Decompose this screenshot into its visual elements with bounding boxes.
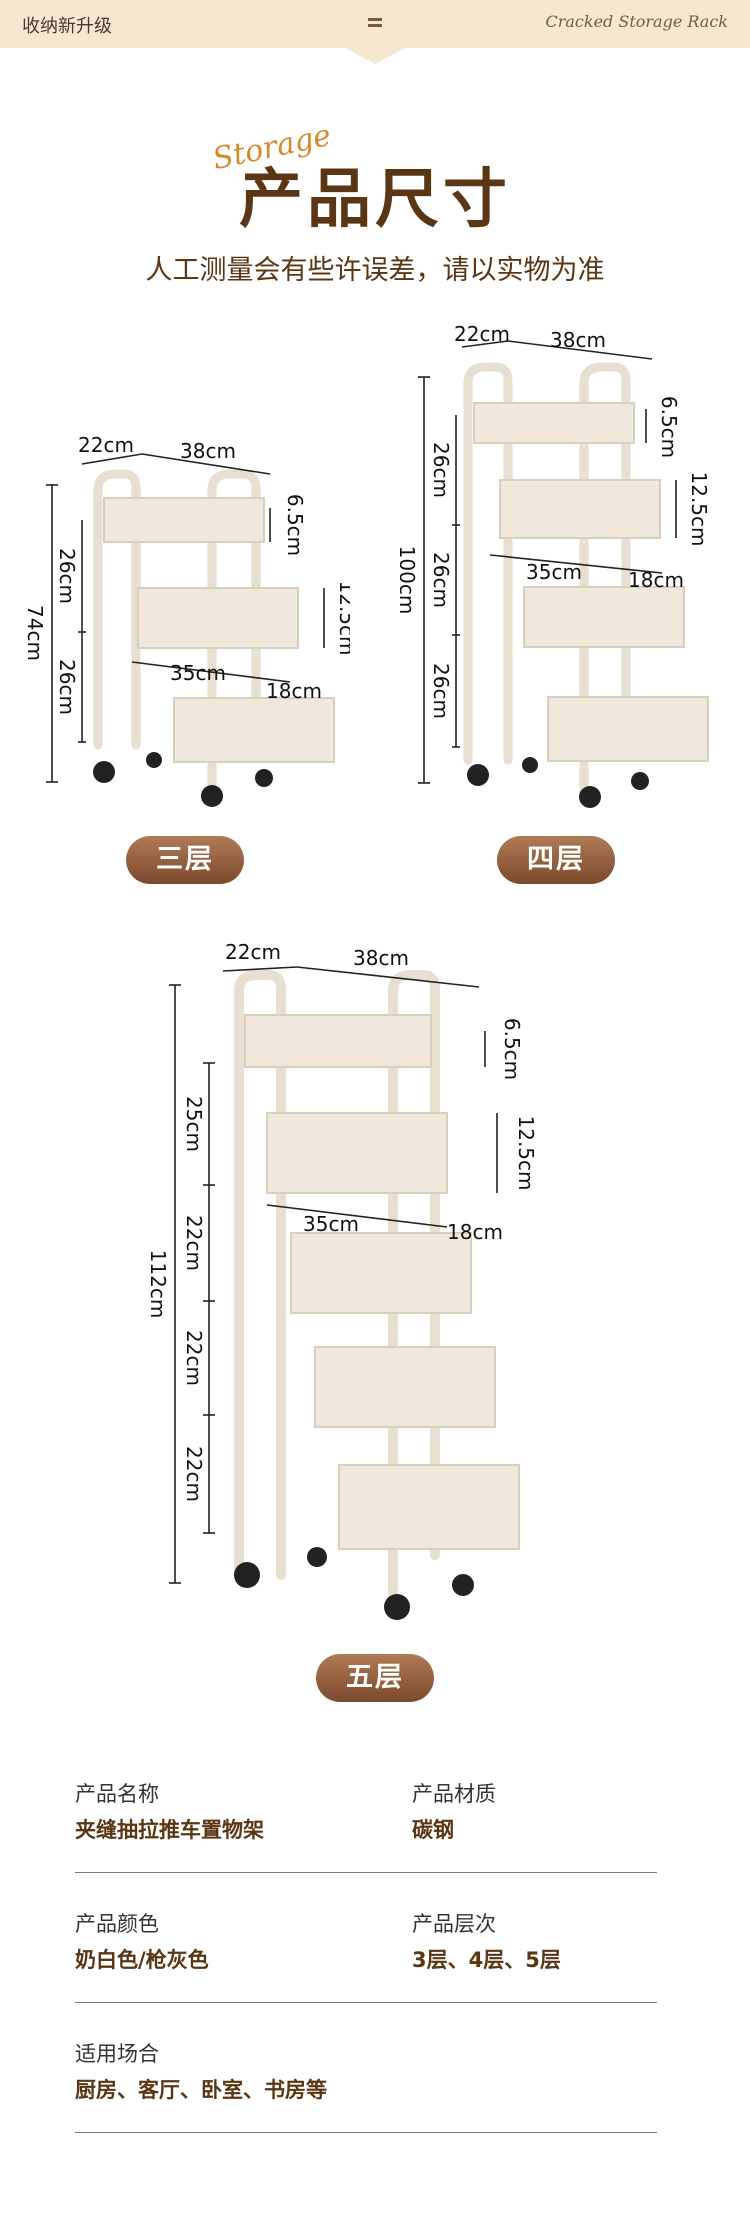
basket-bottom (338, 1464, 520, 1550)
basket-bottom (547, 696, 709, 762)
page-title: 产品尺寸 (239, 163, 511, 237)
level-height-label: 26cm (429, 552, 453, 608)
total-height-label: 112cm (146, 1250, 170, 1319)
wheel-icon (201, 785, 223, 807)
basket-height-label: 6.5cm (500, 1018, 524, 1080)
basket-top (103, 497, 265, 543)
wheel-icon (467, 764, 489, 786)
dimension-lines (418, 340, 677, 784)
product-name-label: 产品名称 (75, 1782, 159, 1806)
rack-three-tier-diagram: 74cm 26cm 26cm 22cm 38cm 6.5cm 12.5cm 35… (23, 433, 350, 807)
level-height-label: 26cm (55, 548, 79, 604)
product-tiers-label: 产品层次 (412, 1912, 496, 1936)
page-subtitle: 人工测量会有些许误差，请以实物为准 (145, 255, 605, 286)
product-name-value: 夹缝抽拉推车置物架 (75, 1818, 264, 1842)
top-length-label: 38cm (550, 328, 606, 352)
divider (75, 1872, 657, 1873)
wheel-icon (579, 786, 601, 808)
top-banner: 收纳新升级 Cracked Storage Rack (0, 0, 750, 48)
wheel-icon (307, 1547, 327, 1567)
wheel-icon (146, 752, 162, 768)
basket-depth-label: 12.5cm (687, 471, 711, 546)
inner-length-label: 35cm (303, 1212, 359, 1236)
product-usage-value: 厨房、客厅、卧室、书房等 (75, 2078, 327, 2102)
wheel-icon (631, 772, 649, 790)
top-length-label: 38cm (353, 946, 409, 970)
inner-length-label: 35cm (526, 560, 582, 584)
tier-badge-five: 五层 (316, 1654, 434, 1702)
inner-width-label: 18cm (266, 679, 322, 703)
banner-notch-icon (345, 48, 405, 64)
dimension-lines (169, 966, 498, 1584)
top-length-label: 38cm (180, 439, 236, 463)
rack-frame (463, 362, 631, 800)
rack-frame (234, 970, 440, 1612)
basket-middle (137, 587, 299, 649)
wheel-icon (522, 757, 538, 773)
wheel-icon (384, 1594, 410, 1620)
banner-left-text: 收纳新升级 (22, 16, 112, 37)
basket-top (244, 1014, 432, 1068)
top-width-label: 22cm (454, 325, 510, 346)
tier-badge-four: 四层 (497, 836, 615, 884)
product-usage-label: 适用场合 (75, 2042, 159, 2066)
level-height-label: 22cm (182, 1215, 206, 1271)
product-tiers-value: 3层、4层、5层 (412, 1948, 561, 1972)
rack-four-tier-diagram: 100cm 26cm 26cm 26cm 22cm 38cm 6.5cm 12.… (400, 325, 711, 808)
level-height-label: 22cm (182, 1330, 206, 1386)
level-height-label: 26cm (429, 663, 453, 719)
rack-five-tier-diagram: 112cm 25cm 22cm 22cm 22cm 22cm 38cm 6.5c… (146, 940, 538, 1620)
basket-fourth (314, 1346, 496, 1428)
basket-height-label: 6.5cm (657, 396, 681, 458)
inner-width-label: 18cm (447, 1220, 503, 1244)
divider (75, 2002, 657, 2003)
tier-badge-three: 三层 (126, 836, 244, 884)
basket-bottom (173, 697, 335, 763)
menu-icon (368, 18, 382, 27)
level-height-label: 25cm (182, 1096, 206, 1152)
level-height-label: 22cm (182, 1446, 206, 1502)
divider (75, 2132, 657, 2133)
basket-third (290, 1232, 472, 1314)
top-width-label: 22cm (225, 940, 281, 964)
wheel-icon (234, 1562, 260, 1588)
inner-length-label: 35cm (170, 661, 226, 685)
total-height-label: 74cm (23, 605, 47, 661)
basket-height-label: 6.5cm (283, 494, 307, 556)
basket-second (499, 479, 661, 539)
level-height-label: 26cm (429, 442, 453, 498)
banner-right-text: Cracked Storage Rack (545, 12, 729, 31)
product-material-label: 产品材质 (412, 1782, 496, 1806)
basket-depth-label: 12.5cm (335, 580, 350, 655)
basket-depth-label: 12.5cm (514, 1115, 538, 1190)
rack-frame (93, 469, 261, 795)
total-height-label: 100cm (400, 546, 419, 615)
basket-third (523, 586, 685, 648)
wheel-icon (93, 761, 115, 783)
inner-width-label: 18cm (628, 568, 684, 592)
product-material-value: 碳钢 (412, 1818, 454, 1842)
dimension-lines (46, 453, 325, 783)
wheel-icon (255, 769, 273, 787)
top-width-label: 22cm (78, 433, 134, 457)
basket-top (473, 402, 635, 444)
level-height-label: 26cm (55, 659, 79, 715)
basket-second (266, 1112, 448, 1194)
wheel-icon (452, 1574, 474, 1596)
product-color-value: 奶白色/枪灰色 (75, 1948, 209, 1972)
product-color-label: 产品颜色 (75, 1912, 159, 1936)
